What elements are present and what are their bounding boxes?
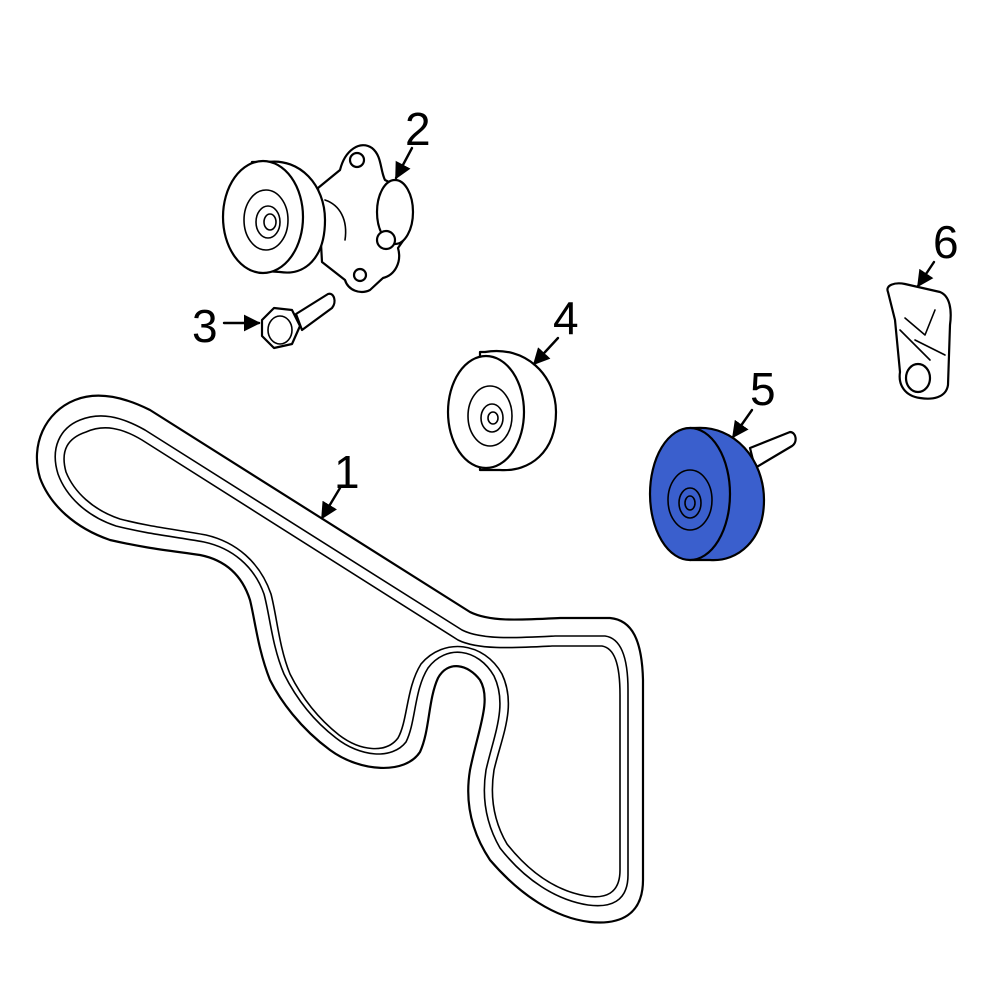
part-1-serpentine-belt[interactable]	[35, 394, 645, 924]
part-3-bolt[interactable]	[260, 292, 336, 350]
part-4-idler-pulley[interactable]	[446, 349, 558, 472]
callout-1: 1	[334, 446, 360, 498]
callout-6: 6	[933, 216, 959, 268]
callout-5: 5	[750, 363, 776, 415]
part-2-belt-tensioner[interactable]	[221, 144, 415, 294]
part-5-idler-pulley-highlighted[interactable]	[648, 426, 797, 562]
leader-4	[532, 336, 560, 366]
leader-6	[916, 260, 936, 288]
callout-4: 4	[553, 292, 579, 344]
callout-2: 2	[405, 103, 431, 155]
leader-5	[731, 408, 754, 439]
callout-3: 3	[192, 300, 218, 352]
part-6-bracket[interactable]	[886, 282, 952, 400]
leader-2	[394, 146, 414, 180]
leader-1	[320, 486, 342, 520]
